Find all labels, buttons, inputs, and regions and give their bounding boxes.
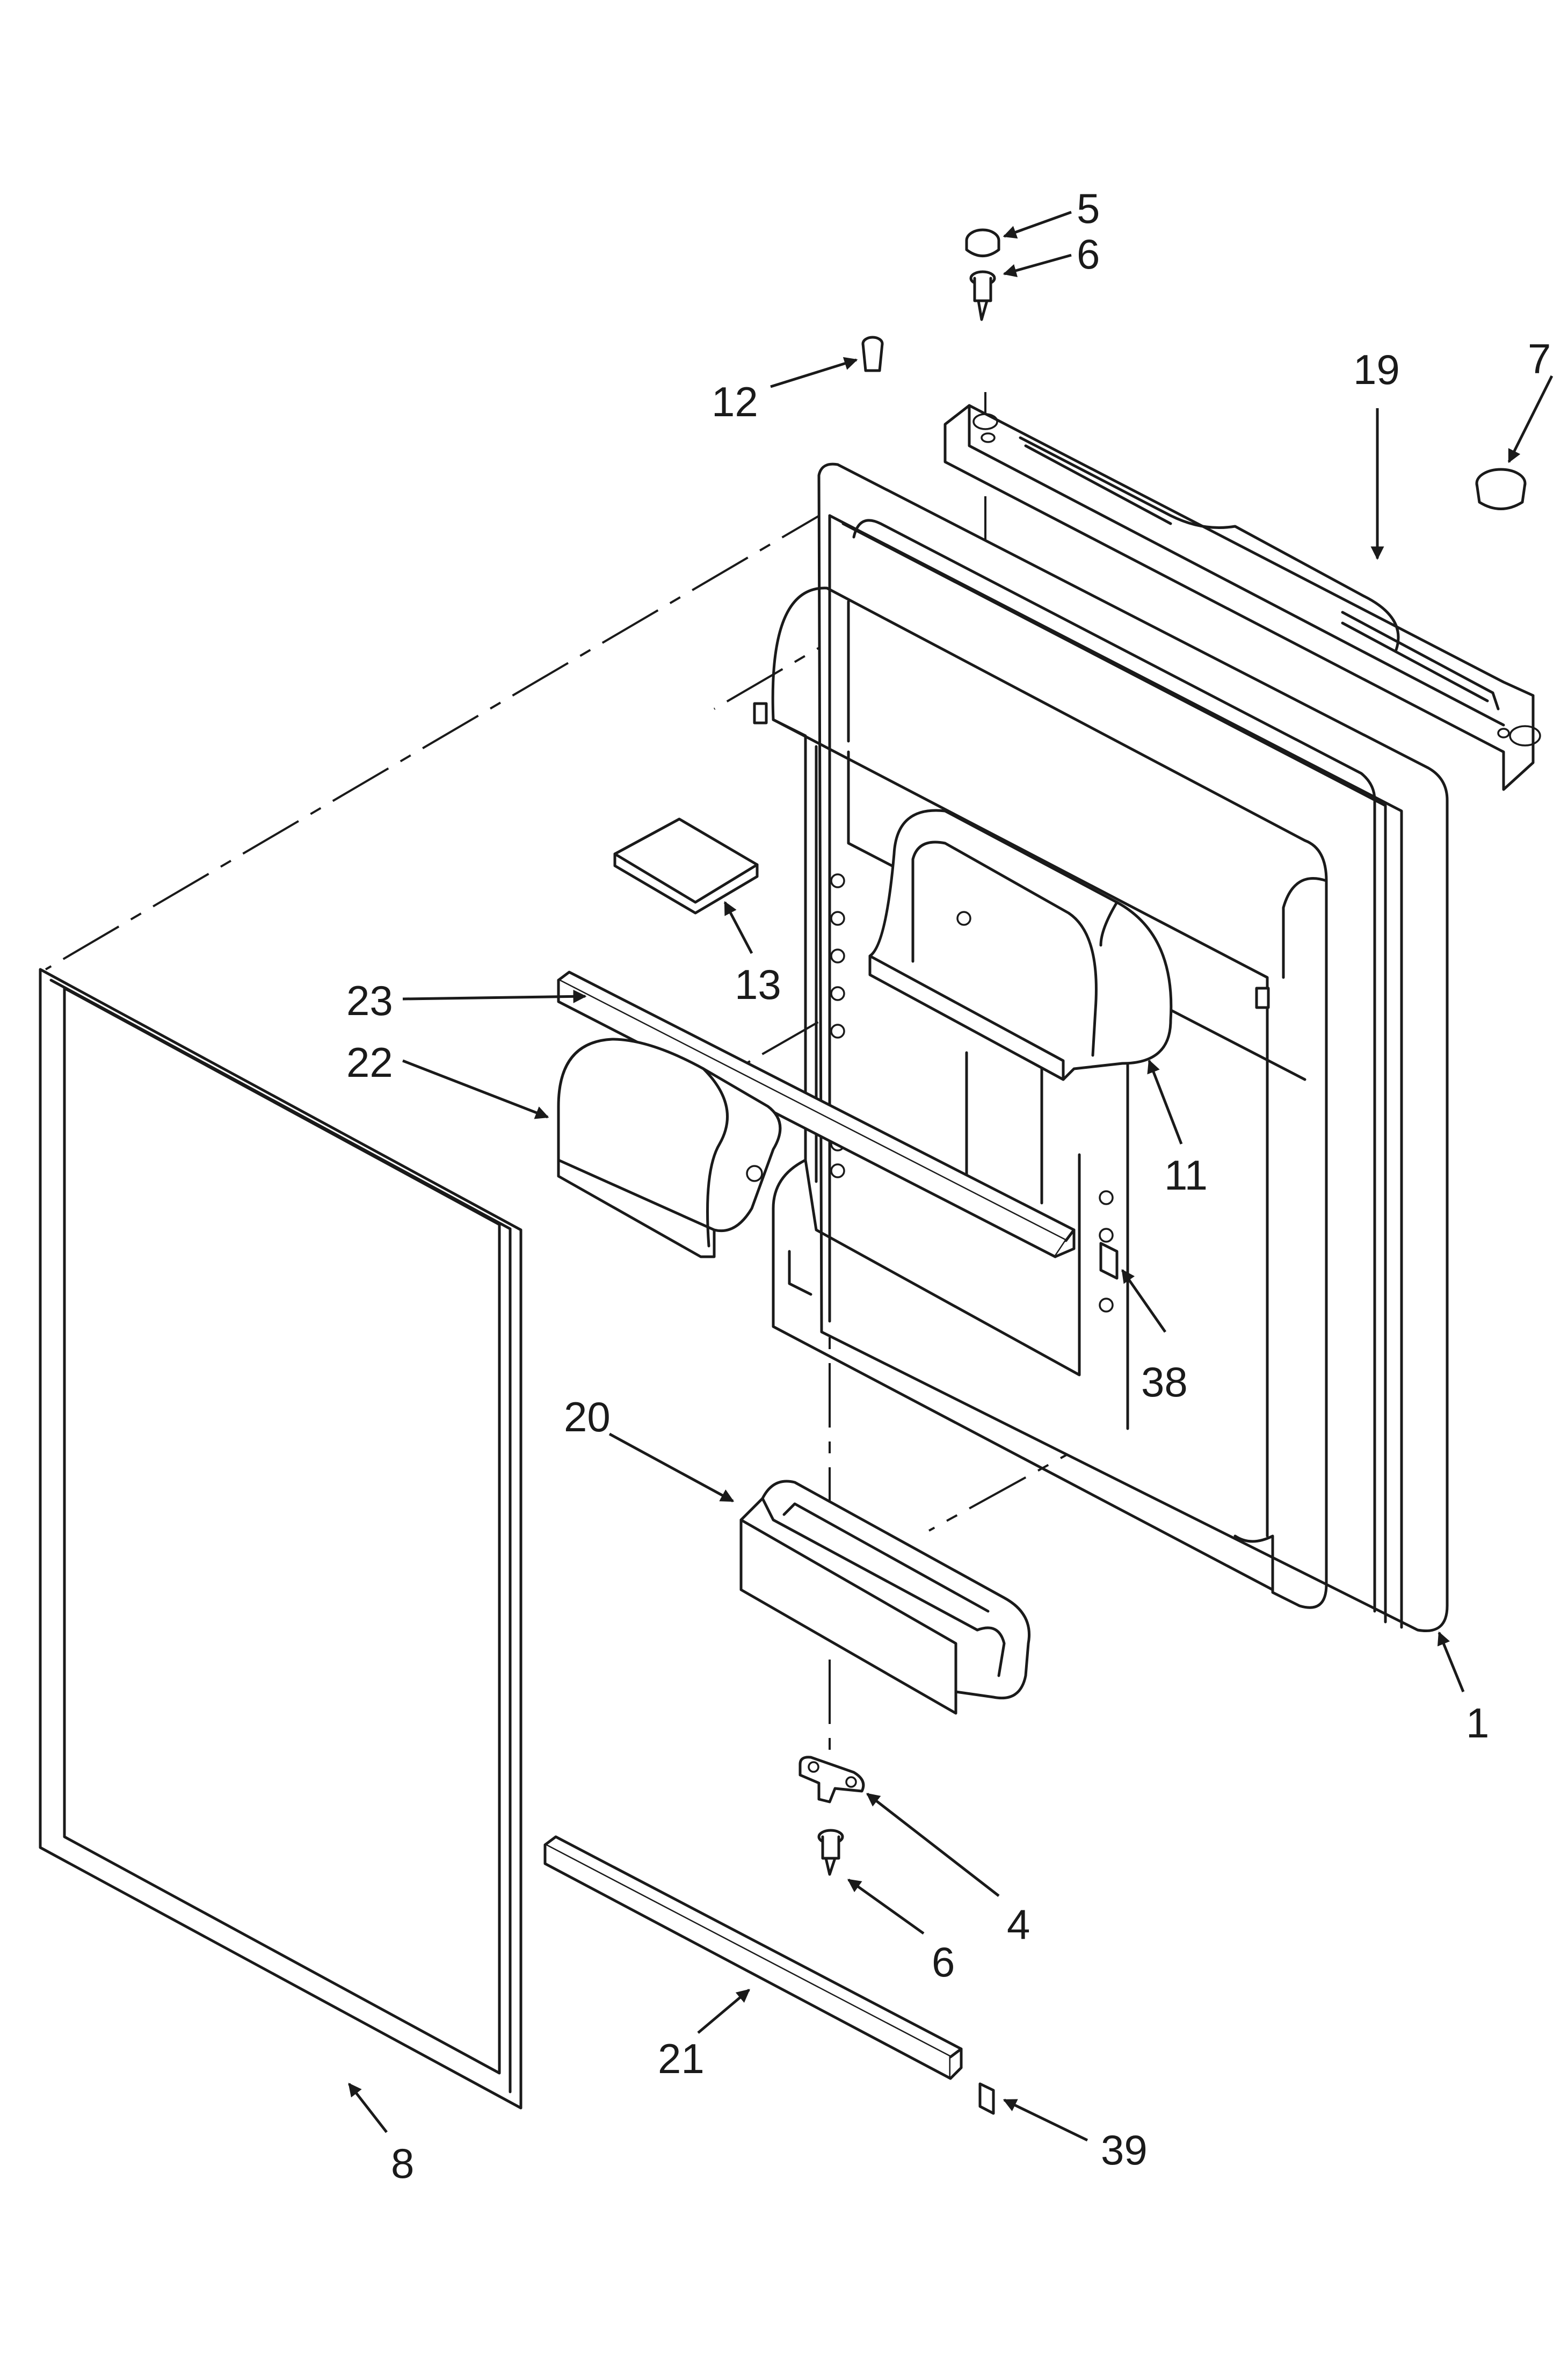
- butter-door-cover: [613, 817, 759, 915]
- door-top-cap: [943, 404, 1541, 791]
- hinge-plug: [965, 228, 1000, 257]
- bar-end-clip: [978, 2082, 995, 2115]
- callout-13: 13: [735, 961, 781, 1008]
- hinge-screw-bottom: [817, 1829, 844, 1876]
- dairy-compartment: [557, 1038, 782, 1258]
- hinge-screw-top: [969, 270, 996, 321]
- callout-labels: 5 6 7 12 19 13 23 22 11 38 20 1 4 6 21 8…: [346, 185, 1551, 2187]
- callout-6-bottom: 6: [932, 1938, 955, 1986]
- callout-1: 1: [1466, 1699, 1489, 1747]
- callout-4: 4: [1007, 1901, 1030, 1948]
- callout-38: 38: [1141, 1358, 1188, 1406]
- leader-arrows: [348, 211, 1554, 2142]
- lower-hinge: [798, 1756, 865, 1803]
- callout-21: 21: [658, 2035, 705, 2082]
- callout-20: 20: [564, 1393, 611, 1440]
- door-bin-upper: [868, 809, 1173, 1081]
- shelf-studs-right: [1099, 1190, 1114, 1313]
- callout-22: 22: [346, 1039, 393, 1086]
- door-gasket: [39, 968, 522, 2110]
- callout-19: 19: [1353, 346, 1400, 393]
- callout-11: 11: [1164, 1151, 1208, 1199]
- callout-23: 23: [346, 977, 393, 1024]
- shelf-studs-left: [830, 873, 845, 1178]
- pin-plug: [861, 336, 884, 372]
- callout-8: 8: [391, 2140, 414, 2187]
- cap-plug: [1475, 468, 1527, 510]
- callout-6-top: 6: [1077, 230, 1100, 278]
- callout-7: 7: [1528, 335, 1551, 382]
- upper-shelf-bar: [557, 970, 1076, 1258]
- callout-39: 39: [1101, 2126, 1148, 2174]
- callout-5: 5: [1077, 185, 1100, 232]
- lower-shelf-bar: [543, 1835, 963, 2080]
- door-bin-lower: [739, 1480, 1030, 1715]
- bar-retainer-clip: [1099, 1242, 1119, 1280]
- callout-12: 12: [712, 378, 758, 425]
